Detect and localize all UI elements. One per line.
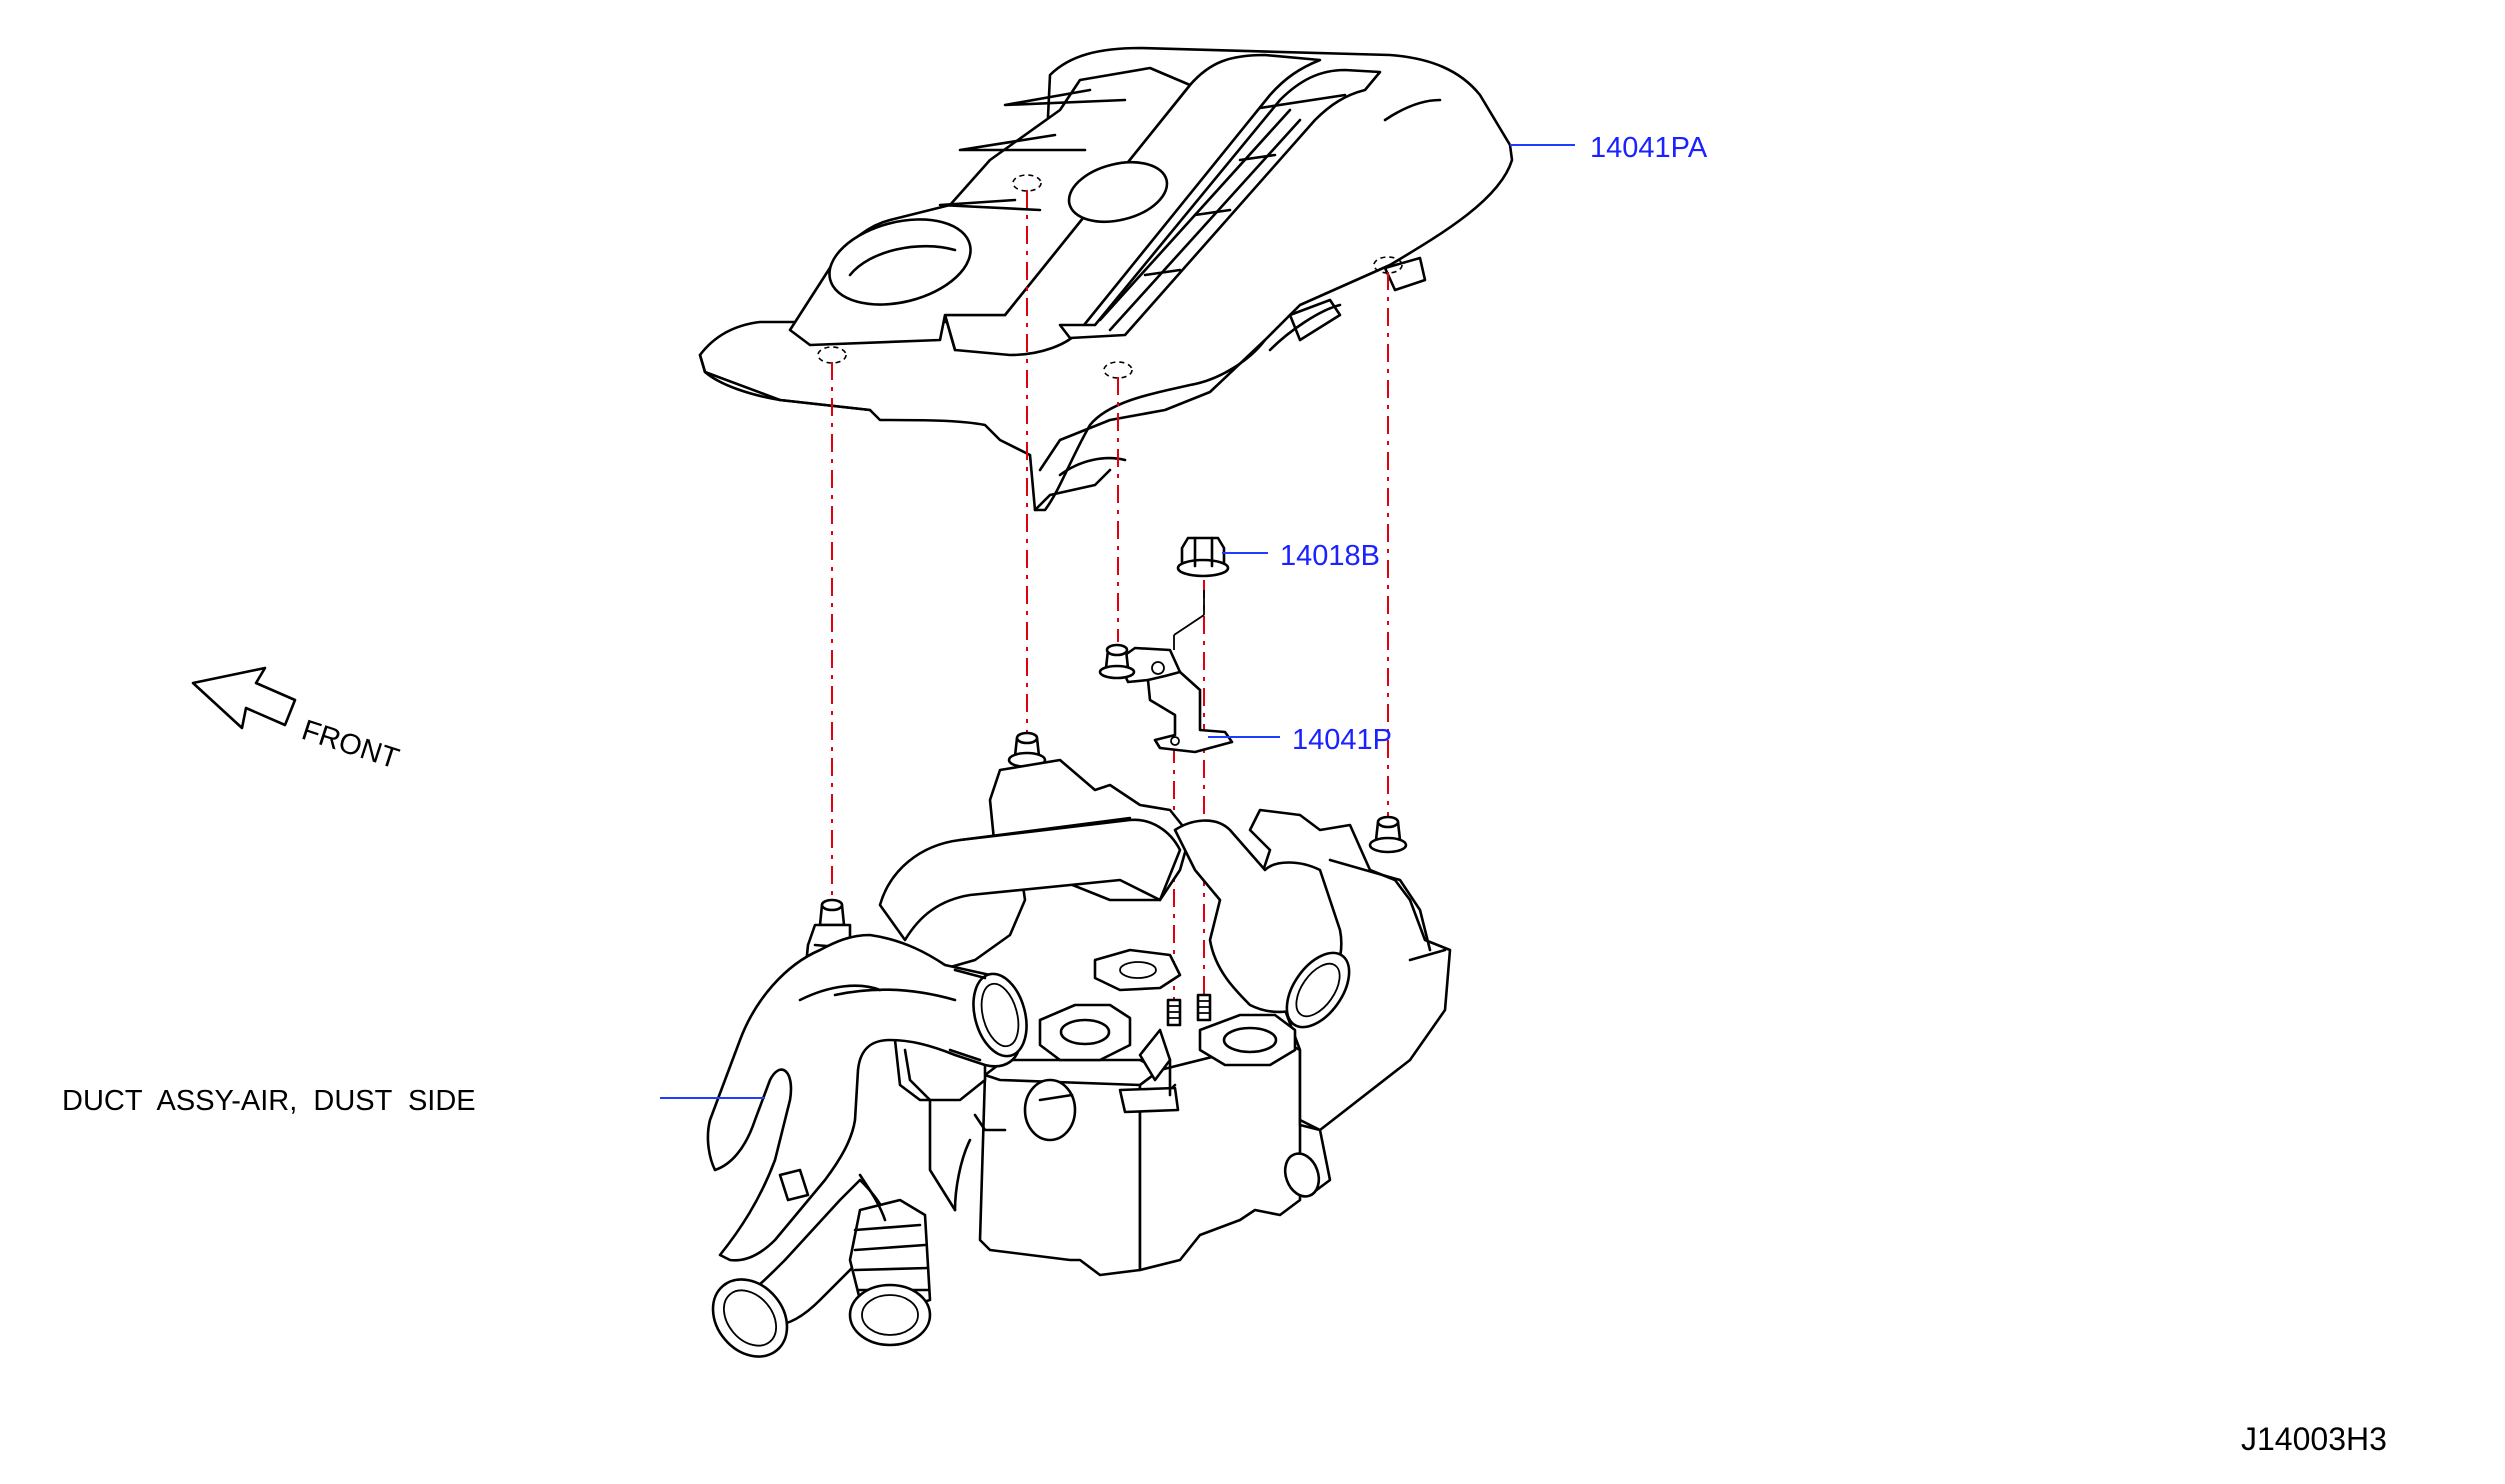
stud-1 — [1166, 998, 1182, 1027]
front-label: FRONT — [298, 714, 403, 775]
flange-nut — [1173, 536, 1230, 650]
grommet-1 — [1098, 643, 1136, 680]
stud-2 — [1196, 993, 1212, 1022]
grommet-3 — [1368, 815, 1408, 854]
callout-bracket: 14041P — [1208, 724, 1392, 756]
mounting-studs — [818, 643, 1408, 1027]
callout-engine-cover: 14041PA — [1510, 132, 1708, 164]
air-duct — [706, 923, 1028, 1358]
grommet-4 — [818, 898, 846, 927]
front-direction-arrow: FRONT — [191, 666, 403, 776]
callout-nut: 14018B — [1222, 540, 1380, 572]
duct-label: DUCT ASSY-AIR, DUST SIDE — [62, 1085, 476, 1117]
engine-cover — [698, 46, 1514, 512]
engine-block — [878, 758, 1452, 1277]
part-number-nut: 14018B — [1280, 540, 1380, 572]
part-number-engine-cover: 14041PA — [1590, 132, 1708, 164]
part-number-bracket: 14041P — [1292, 724, 1392, 756]
grommet-2 — [1007, 731, 1047, 769]
bracket — [1116, 646, 1234, 754]
diagram-code: J14003H3 — [2241, 1421, 2387, 1457]
callout-duct: DUCT ASSY-AIR, DUST SIDE — [62, 1085, 765, 1117]
